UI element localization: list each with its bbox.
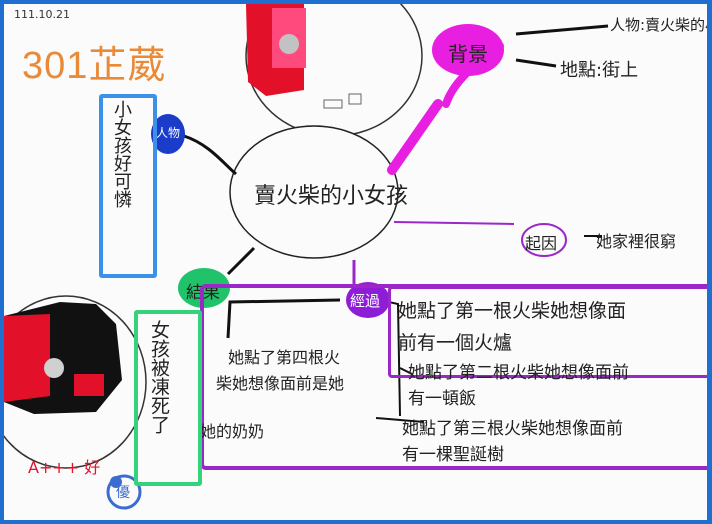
node-background: 背景 xyxy=(448,42,488,66)
plot-line-9: 她的奶奶 xyxy=(200,422,265,441)
central-topic: 賣火柴的小女孩 xyxy=(254,184,409,209)
mindmap-paper: 111.10.21 301芷葳 賣火柴的小女孩 人物 結果 經過 背景 起因 人… xyxy=(4,4,707,520)
plot-line-5: 她點了第三根火柴她想像面前 xyxy=(402,419,623,439)
result-note-box xyxy=(134,310,202,486)
person-note-box xyxy=(99,94,157,278)
node-cause: 起因 xyxy=(525,234,558,253)
background-place: 地點:街上 xyxy=(560,60,639,81)
plot-box-inner xyxy=(388,286,707,378)
page-title: 301芷葳 xyxy=(22,45,167,87)
mindmap-drawing xyxy=(4,4,609,510)
date-label: 111.10.21 xyxy=(14,8,70,21)
plot-line-6: 有一棵聖誕樹 xyxy=(402,445,504,465)
plot-line-3: 她點了第二根火柴她想像面前 xyxy=(408,363,629,383)
node-person-left: 人物 xyxy=(156,126,181,140)
plot-line-7: 她點了第四根火 xyxy=(228,348,341,367)
background-person: 人物:賣火柴的小女孩 xyxy=(610,16,707,34)
plot-line-2: 前有一個火爐 xyxy=(398,332,513,354)
plot-line-1: 她點了第一根火柴她想像面 xyxy=(398,300,627,322)
cause-note: 她家裡很窮 xyxy=(596,232,677,251)
person-note: 小女孩好可憐 xyxy=(111,100,132,208)
plot-line-8: 柴她想像面前是她 xyxy=(216,374,345,393)
grade-stamp: 優 xyxy=(116,485,130,501)
grade-mark: A+++ 好 xyxy=(28,458,101,477)
node-plot: 經過 xyxy=(350,292,381,310)
plot-line-4: 有一頓飯 xyxy=(408,389,476,409)
result-note: 女孩被凍死了 xyxy=(148,320,170,434)
